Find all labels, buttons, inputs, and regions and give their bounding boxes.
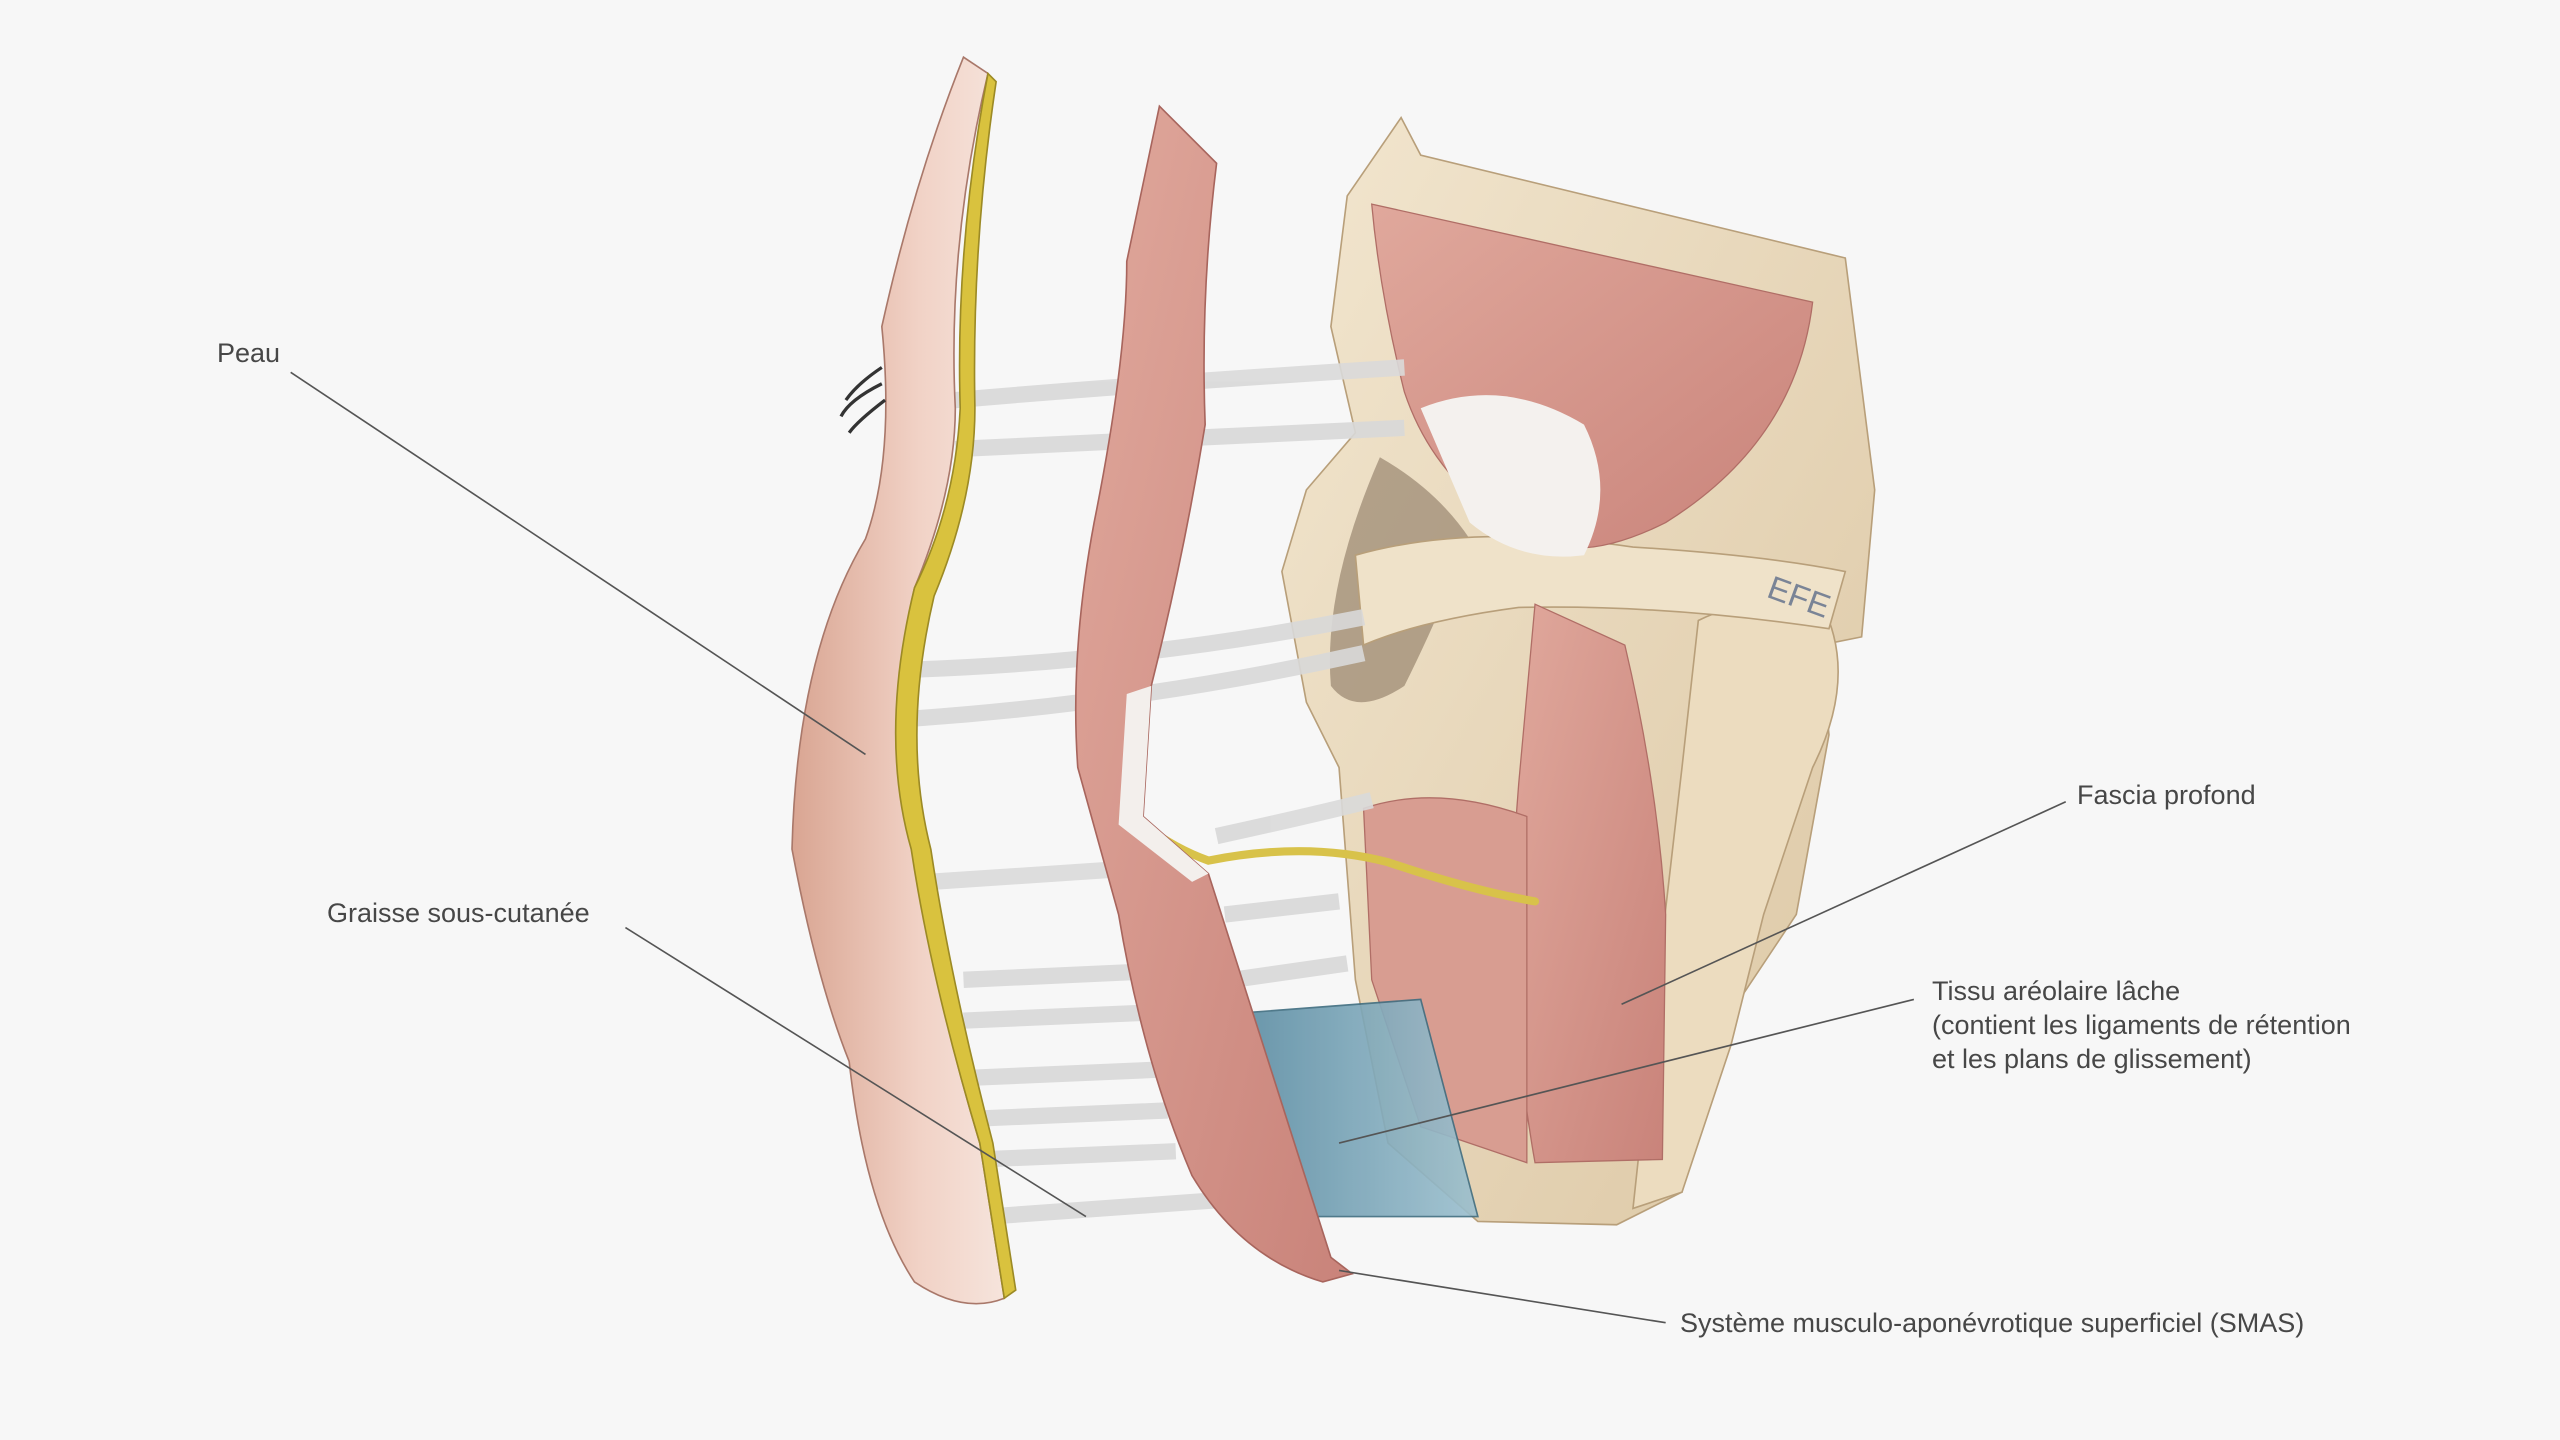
label-areolar-tissue: Tissu aréolaire lâche (contient les liga… [1932, 974, 2351, 1076]
subcutaneous-fat [894, 71, 1017, 1300]
leader-line-fascia [1621, 801, 2067, 1006]
label-skin: Peau [217, 338, 281, 368]
label-areolar-line2: (contient les ligaments de rétention [1932, 1010, 2351, 1040]
label-areolar-line1: Tissu aréolaire lâche [1932, 976, 2181, 1006]
facial-nerve [1139, 820, 1540, 906]
leader-line-areolar [1338, 998, 1915, 1144]
leader-line-skin [290, 371, 866, 756]
smas-layer [1074, 104, 1354, 1283]
leader-line-smas [1338, 1269, 1666, 1324]
temporal-tendon [1420, 395, 1601, 557]
label-subcutaneous-fat: Graisse sous-cutanée [327, 898, 590, 928]
leader-line-fat [625, 926, 1087, 1218]
smas-cut-face [1118, 685, 1209, 882]
label-areolar-line3: et les plans de glissement) [1932, 1044, 2252, 1074]
label-deep-fascia: Fascia profond [2077, 780, 2256, 810]
label-smas: Système musculo-aponévrotique superficie… [1680, 1308, 2305, 1338]
eyelashes [839, 366, 887, 434]
